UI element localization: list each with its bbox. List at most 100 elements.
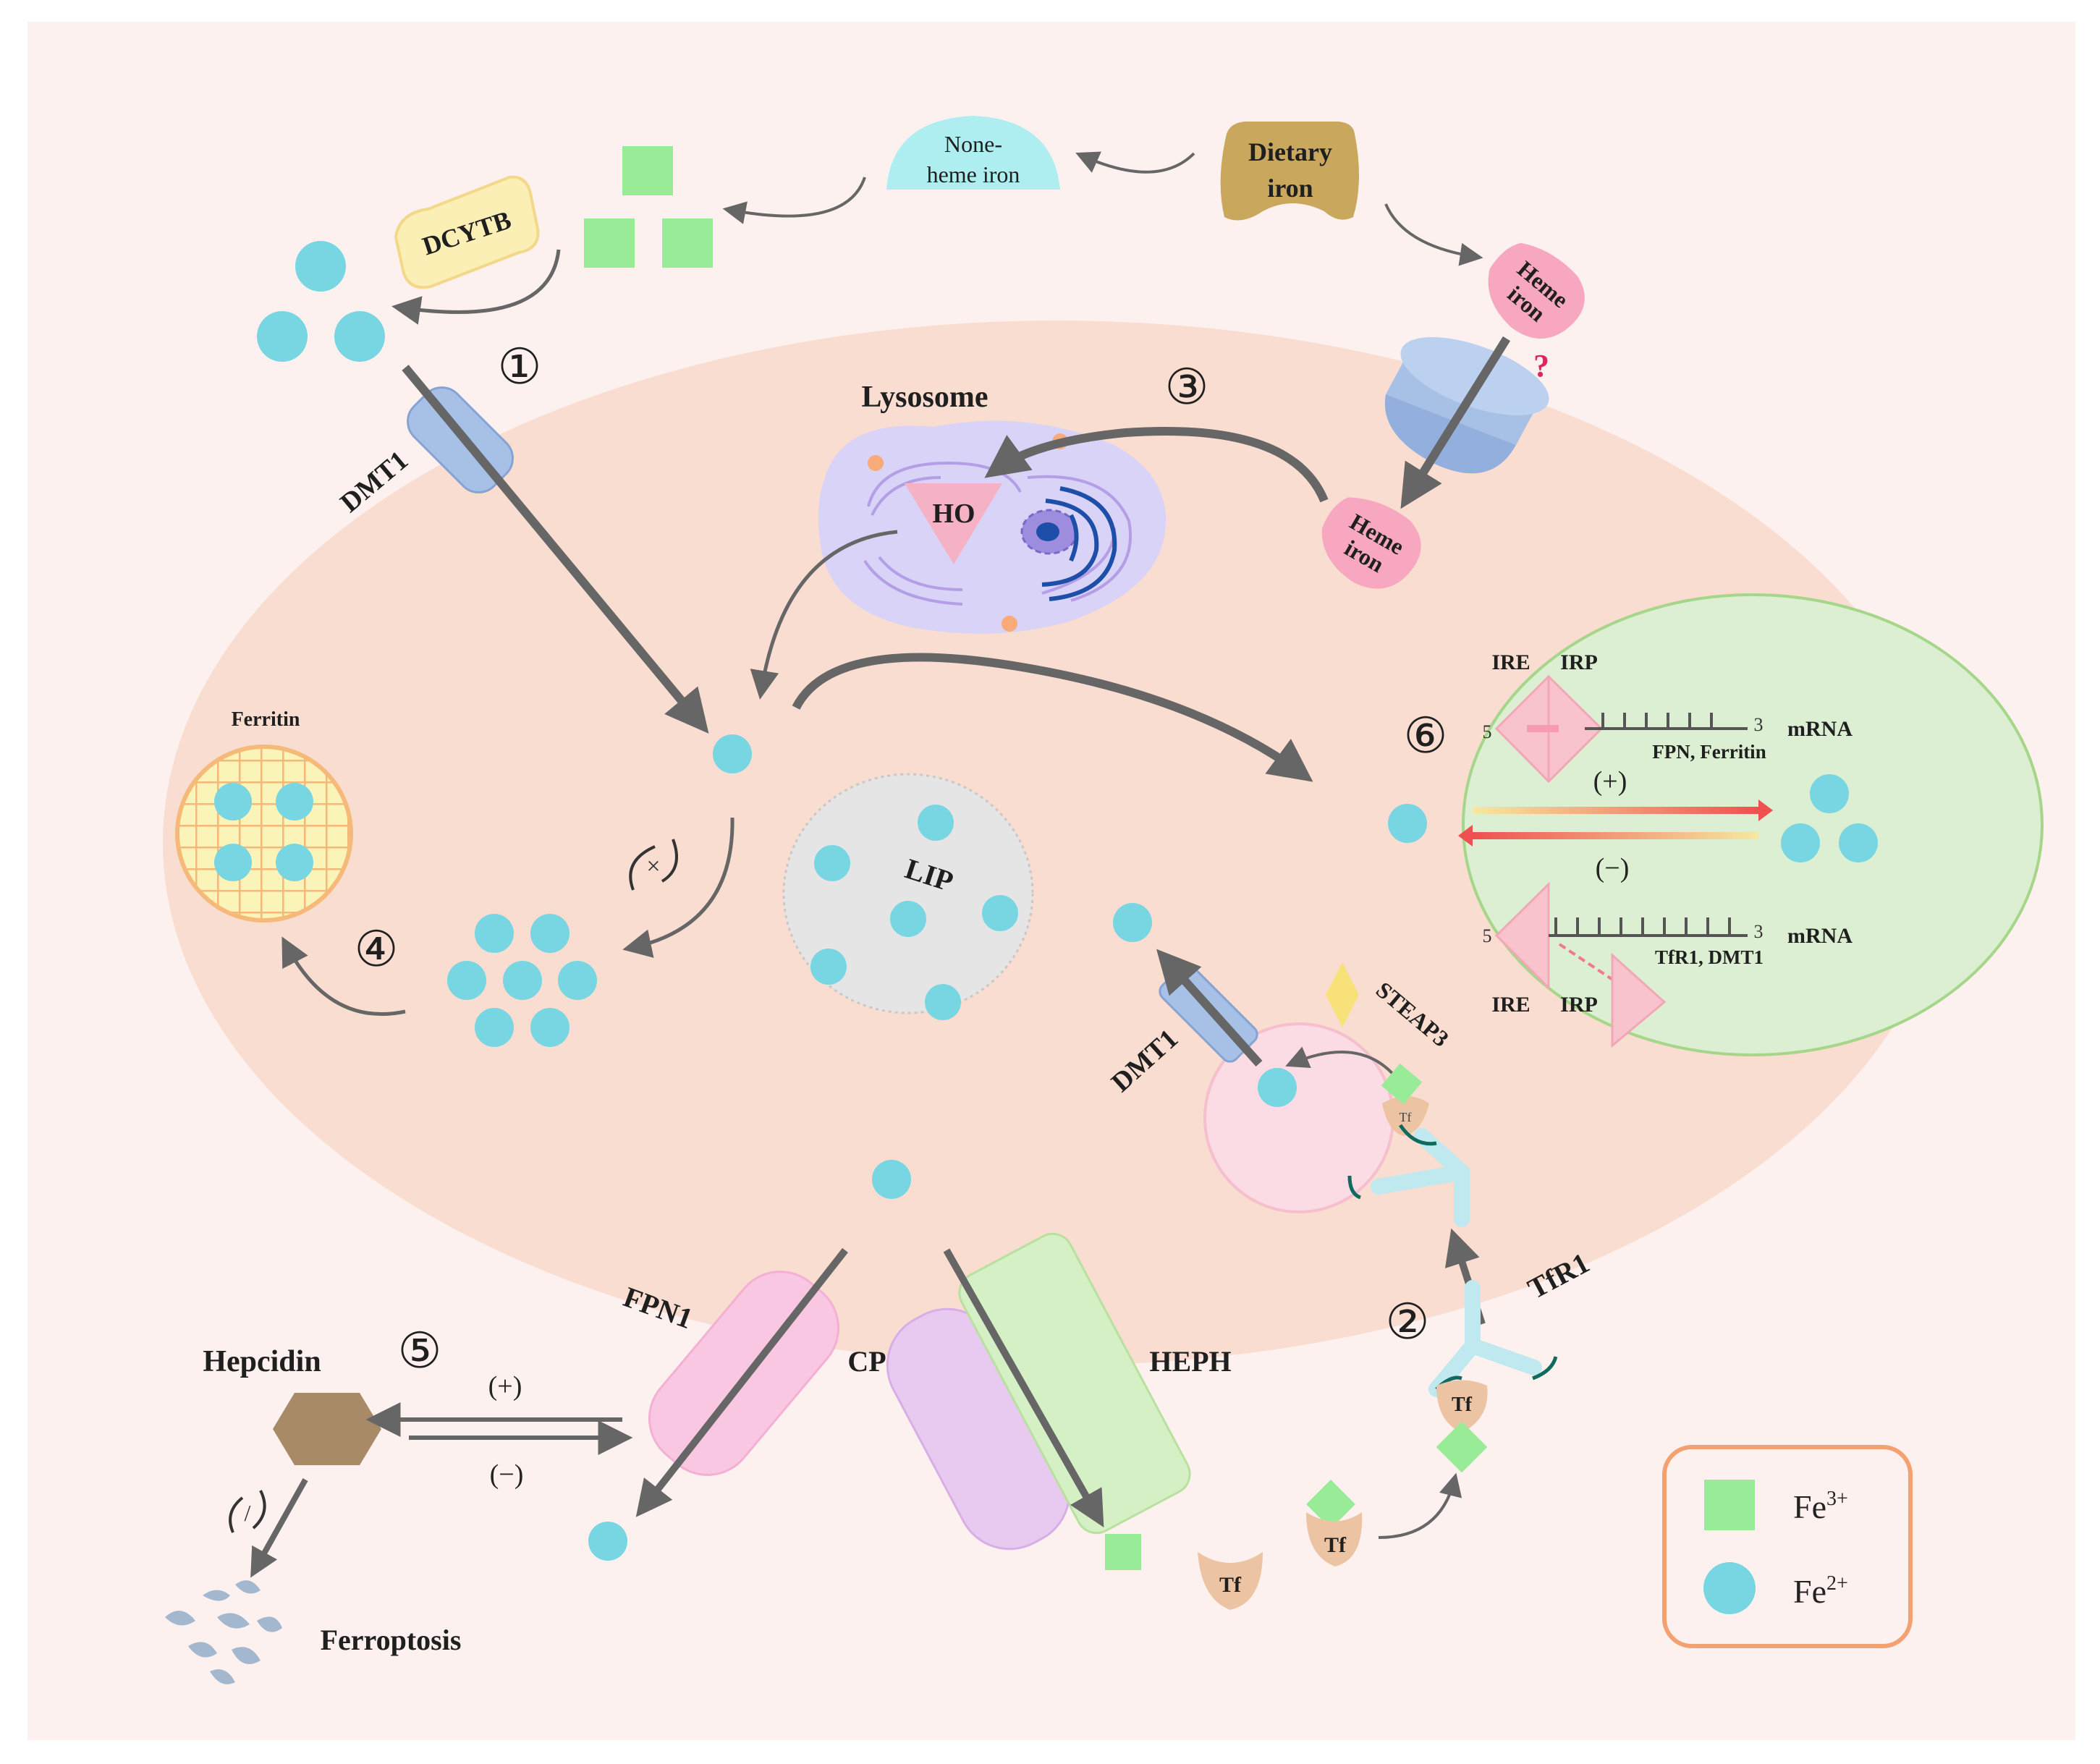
arrow-lip-to-cluster [622,817,734,958]
legend: Fe3+ Fe2+ [1662,1445,1913,1648]
fe2-ion [1810,774,1849,813]
arrow-to-regulation [792,653,1313,782]
heme-iron-outside: Heme iron [1488,242,1585,339]
hepcidin-label: Hepcidin [203,1345,321,1378]
five-top: 5 [1483,721,1492,742]
mrna-top-label: mRNA [1787,717,1853,741]
fe2-ion [1781,823,1820,862]
lip-pool [782,773,1034,1020]
mrna-bottom-strand [1549,917,1748,937]
fe3-ion [1105,1534,1141,1570]
tf-apo: Tf [1198,1552,1263,1610]
irp-bottom-label: IRP [1560,993,1598,1017]
arrow-nonheme-to-fe3 [722,177,866,224]
hepcidin-minus: (−) [490,1459,524,1490]
tf-label: Tf [1324,1533,1347,1557]
arrow-heph-export [943,1248,1104,1528]
fe2-ion [713,734,752,773]
three-bottom: 3 [1754,921,1764,942]
plus-label: (+) [1593,766,1627,797]
lysosome-label: Lysosome [861,381,988,414]
ho-enzyme: HO [905,483,1002,564]
arrow-hepcidin-to-ferroptosis [250,1478,308,1578]
irp-top-label: IRP [1560,650,1598,674]
ho-label: HO [932,499,975,529]
inhibit-slash: / [245,1500,251,1526]
inhibit-mark-lip: × [629,839,678,891]
tf-fe3-complex-membrane: Tf [1436,1380,1488,1473]
hepcidin-hexagon [273,1393,381,1465]
regulation-panel: ⑥ IRE IRP 5 3 mRNA FPN, Ferritin (+) (−)… [1388,593,2044,1056]
heme-iron-inside: Heme iron [1321,497,1421,589]
inhibit-x: × [646,853,660,880]
ferritin-label: Ferritin [232,708,300,731]
arrow-dietary-to-nonheme [1075,151,1195,174]
arrow-ho-to-lip [750,530,898,700]
cp-label: CP [847,1345,886,1378]
arrow-dmt1-uptake [402,365,709,734]
dietary-iron-label: Dietary [1248,137,1332,166]
fe3-ion [662,219,713,268]
nucleus-icon [1020,486,1117,601]
ferritin [175,745,353,923]
steap3-enzyme [1326,962,1359,1027]
arrow-to-ferritin [281,936,406,1016]
fe2-cluster [447,914,597,1047]
heph-label: HEPH [1149,1345,1231,1378]
arrow-endosome-export [1156,949,1263,1067]
dietary-iron-label: iron [1267,174,1313,203]
step-number-3: ③ [1165,360,1209,415]
fe3-ion [622,146,673,195]
fe2-ion [872,1160,911,1199]
hepcidin-plus: (+) [488,1371,522,1402]
irp-bottom-shape [1611,952,1667,1048]
ire-bottom-label: IRE [1491,993,1530,1017]
mrna-top-strand [1585,713,1748,730]
tf-small-label: Tf [1400,1110,1412,1124]
step-number-5: ⑤ [398,1323,442,1378]
fe2-ion [334,311,385,362]
mrna-bottom-label: mRNA [1787,924,1853,948]
inhibit-mark-ferroptosis: / [229,1490,266,1533]
heph-enzyme [958,1232,1191,1535]
legend-fe2-label: Fe2+ [1793,1572,1848,1610]
fe2-ion [1839,823,1878,862]
genes-bottom-label: TfR1, DMT1 [1655,946,1764,968]
fe2-ion [588,1522,627,1561]
fe2-ion [295,241,346,292]
fe2-ion [257,311,308,362]
three-top: 3 [1754,714,1764,735]
lysosome [818,420,1167,634]
minus-label: (−) [1596,853,1630,883]
genes-top-label: FPN, Ferritin [1652,741,1766,763]
question-mark: ? [1533,348,1549,383]
none-heme-iron-label: heme iron [927,161,1020,187]
arrow-heme-uptake [1400,336,1511,509]
ferroptosis-label: Ferroptosis [321,1624,462,1656]
tf-label: Tf [1219,1573,1242,1597]
arrow-heme-to-ho [984,427,1329,503]
dcytb-enzyme: DCYTB [394,175,540,289]
legend-fe3-swatch [1704,1480,1755,1530]
none-heme-iron-shape: None- heme iron [886,116,1060,190]
tf-label: Tf [1452,1394,1473,1416]
fe2-ion [1113,903,1152,942]
cell-body [163,321,1950,1365]
tf-fe3-loaded: Tf [1306,1480,1363,1566]
arrow-fe3-to-fe2 [391,249,561,325]
ire-top-label: IRE [1491,650,1530,674]
fe3-ion [584,219,635,268]
step-number-4: ④ [355,922,399,977]
ferroptosis-icon [165,1580,282,1684]
tf-in-endosome: Tf [1381,1063,1429,1136]
arrow-steap3-reduction [1285,1046,1398,1080]
fe2-ion [1388,804,1427,843]
step-number-1: ① [498,339,542,394]
step-number-2: ② [1386,1294,1430,1349]
fe2-ion [1258,1068,1297,1107]
legend-fe2-swatch [1703,1562,1756,1614]
step-number-6: ⑥ [1404,708,1448,763]
arrow-tf-to-tfr1 [1378,1472,1462,1539]
